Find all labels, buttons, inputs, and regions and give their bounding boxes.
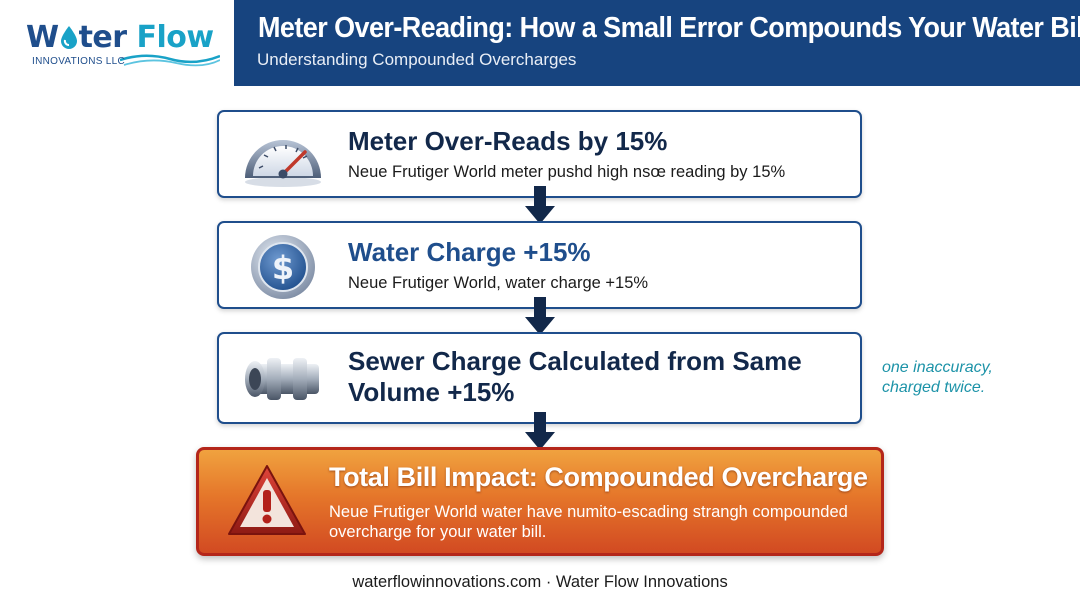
logo-subtitle: INNOVATIONS LLC [32, 56, 126, 67]
logo-flow: Flow [136, 20, 215, 55]
step-text: Neue Frutiger World, water charge +15% [348, 274, 649, 292]
water-drop-icon [60, 26, 77, 49]
down-arrow-icon [525, 186, 555, 224]
step-card-water: $ Water Charge +15% Neue Frutiger World,… [217, 221, 862, 309]
header-band: Meter Over-Reading: How a Small Error Co… [234, 0, 1080, 86]
dollar-coin-icon: $ [251, 235, 315, 299]
warning-icon [228, 465, 306, 535]
pipe-icon [245, 358, 319, 400]
logo-letter-w: W [26, 20, 59, 55]
footer-text: waterflowinnovations.com · Water Flow In… [352, 573, 728, 591]
total-text: Neue Frutiger World water have numito-es… [329, 503, 848, 541]
side-note: one inaccuracy, charged twice. [882, 358, 993, 398]
side-note-line: charged twice. [882, 379, 986, 396]
logo-letters-ter: ter [78, 20, 127, 55]
wave-icon [120, 54, 220, 67]
total-title: Total Bill Impact: Compounded Overcharge [329, 462, 868, 492]
step-title: Water Charge +15% [348, 237, 591, 267]
total-impact-card: Total Bill Impact: Compounded Overcharge… [196, 447, 884, 556]
svg-text:$: $ [272, 249, 294, 287]
down-arrow-icon [525, 297, 555, 335]
down-arrow-icon [525, 412, 555, 450]
step-title: Meter Over-Reads by 15% [348, 126, 668, 156]
step-text: Neue Frutiger World meter pushd high nsœ… [348, 163, 786, 181]
step-title: Sewer Charge Calculated from Same Volume… [348, 346, 802, 407]
page-subtitle: Understanding Compounded Overcharges [257, 50, 577, 69]
side-note-line: one inaccuracy, [882, 359, 993, 376]
page-title: Meter Over-Reading: How a Small Error Co… [258, 12, 1080, 44]
gauge-icon [245, 140, 321, 187]
step-card-sewer: Sewer Charge Calculated from Same Volume… [217, 332, 862, 424]
step-card-meter: Meter Over-Reads by 15% Neue Frutiger Wo… [217, 110, 862, 198]
